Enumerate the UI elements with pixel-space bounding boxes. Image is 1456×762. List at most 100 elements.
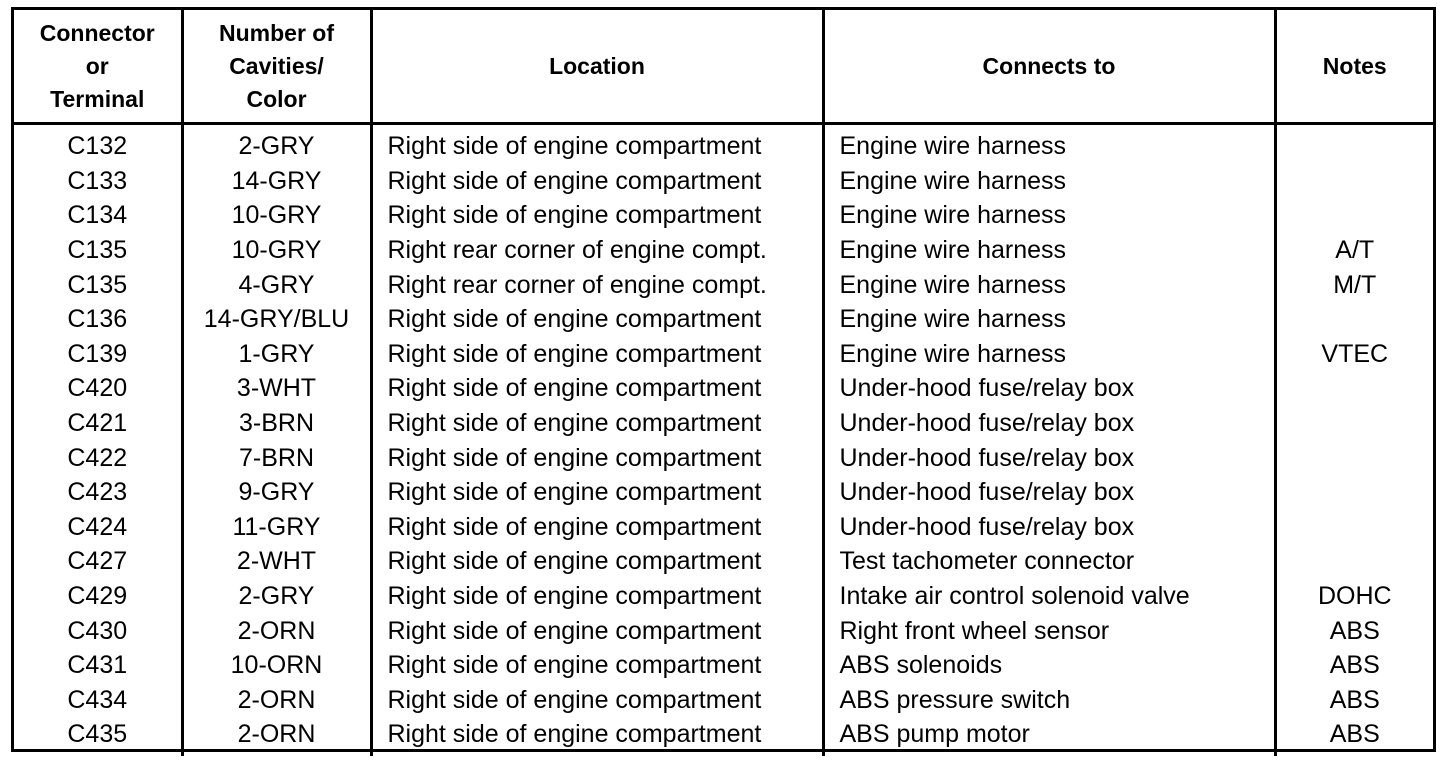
connector-cell: C435 [14,717,184,756]
location-cell: Right side of engine compartment [371,613,825,648]
connector-cell: C420 [14,371,184,406]
notes-cell [1275,510,1433,545]
notes-cell [1275,371,1433,406]
connector-cell: C427 [14,544,184,579]
location-cell: Right side of engine compartment [371,509,825,545]
connects-to-cell: Engine wire harness [823,198,1277,233]
location-cell: Right side of engine compartment [371,544,825,579]
cavities-color-cell: 10-GRY [182,232,373,268]
notes-cell [1275,475,1433,510]
connects-to-cell: ABS pressure switch [823,682,1277,718]
location-cell: Right side of engine compartment [371,301,825,337]
notes-cell: ABS [1329,720,1380,749]
connector-cell: C429 [14,578,184,614]
notes-cell [1275,406,1433,441]
connector-cell: C135 [14,267,184,302]
connector-cell: C134 [14,198,184,233]
cavities-color-cell: 14-GRY [182,163,373,199]
connector-cell: C136 [14,301,184,337]
location-cell: Right side of engine compartment [371,371,825,406]
connector-cell: C139 [14,336,184,372]
notes-cell [1275,164,1433,199]
location-cell: Right side of engine compartment [371,474,825,510]
connects-to-cell: Under-hood fuse/relay box [823,405,1277,441]
notes-cell: ABS [1329,616,1380,645]
location-cell: Right side of engine compartment [371,198,825,233]
notes-cell: ABS [1329,685,1380,714]
cavities-color-cell: 2-GRY [182,578,373,614]
connects-to-cell: Engine wire harness [823,163,1277,199]
cavities-color-cell: 2-WHT [182,544,373,579]
connector-cell: C424 [14,509,184,545]
cavities-color-cell: 2-ORN [182,613,373,648]
cavities-color-cell: 4-GRY [182,267,373,302]
notes-cell [1275,440,1433,475]
connects-to-cell: Intake air control solenoid valve [823,578,1277,614]
notes-cell: ABS [1329,651,1380,680]
location-cell: Right side of engine compartment [371,647,825,683]
connects-to-cell: Engine wire harness [823,123,1277,164]
connector-cell: C431 [14,647,184,683]
connector-cell: C135 [14,232,184,268]
connects-to-cell: Engine wire harness [823,232,1277,268]
notes-cell [1275,198,1433,233]
notes-cell: DOHC [1317,582,1392,611]
location-cell: Right rear corner of engine compt. [371,267,825,302]
connects-to-cell: ABS pump motor [823,717,1277,756]
connects-to-cell: Engine wire harness [823,301,1277,337]
notes-cell [1275,302,1433,337]
location-cell: Right side of engine compartment [371,578,825,614]
cavities-color-cell: 9-GRY [182,474,373,510]
cavities-color-cell: 2-ORN [182,717,373,756]
cavities-color-cell: 10-ORN [182,647,373,683]
header-location: Location [371,10,825,125]
cavities-color-cell: 2-GRY [182,123,373,164]
connector-cell: C422 [14,440,184,475]
connects-to-cell: Engine wire harness [823,336,1277,372]
header-connects-to: Connects to [823,10,1277,125]
cavities-color-cell: 11-GRY [182,509,373,545]
connector-cell: C132 [14,123,184,164]
cavities-color-cell: 10-GRY [182,198,373,233]
cavities-color-cell: 3-BRN [182,405,373,441]
location-cell: Right side of engine compartment [371,123,825,164]
connects-to-cell: Under-hood fuse/relay box [823,509,1277,545]
connector-cell: C423 [14,474,184,510]
connects-to-cell: ABS solenoids [823,647,1277,683]
location-cell: Right side of engine compartment [371,682,825,718]
header-notes: Notes [1275,10,1433,125]
location-cell: Right rear corner of engine compt. [371,232,825,268]
notes-cell [1275,544,1433,579]
connector-cell: C133 [14,163,184,199]
connector-cell: C434 [14,682,184,718]
cavities-color-cell: 3-WHT [182,371,373,406]
location-cell: Right side of engine compartment [371,336,825,372]
cavities-color-cell: 14-GRY/BLU [182,301,373,337]
notes-cell: VTEC [1321,339,1389,368]
notes-cell [1275,124,1433,164]
cavities-color-cell: 2-ORN [182,682,373,718]
cavities-color-cell: 1-GRY [182,336,373,372]
